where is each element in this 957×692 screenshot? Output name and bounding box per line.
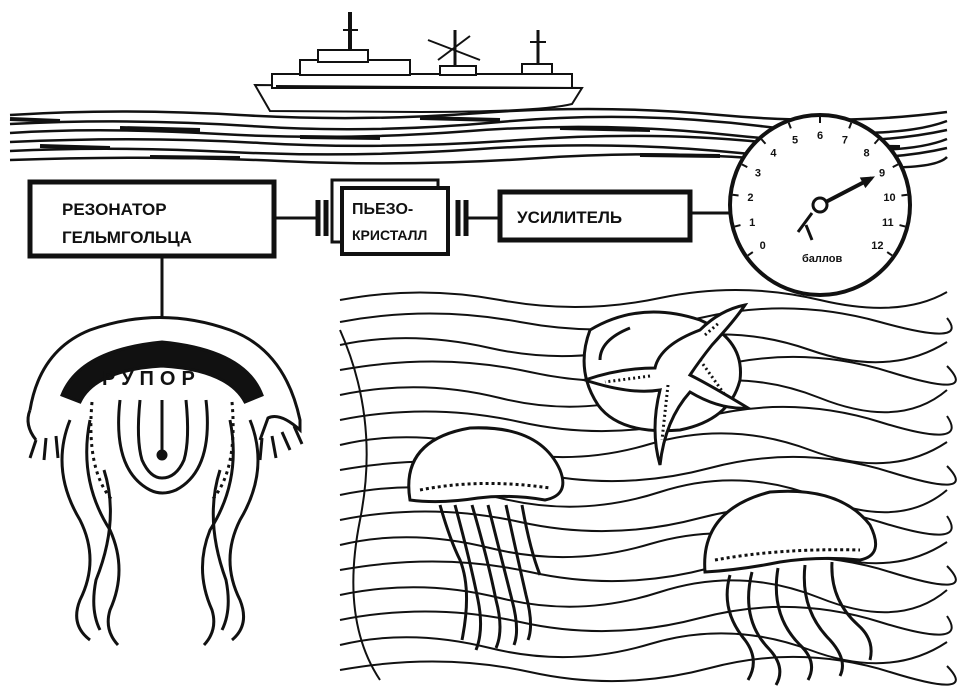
connector-piezo-amplifier xyxy=(458,200,500,236)
gauge-tick-label: 5 xyxy=(792,135,798,147)
amplifier-label: УСИЛИТЕЛЬ xyxy=(517,208,622,227)
gauge-tick-label: 7 xyxy=(842,135,848,147)
gauge-tick-label: 6 xyxy=(817,130,823,142)
resonator-label-line2: ГЕЛЬМГОЛЬЦА xyxy=(62,228,192,247)
gauge-tick-label: 10 xyxy=(883,192,895,204)
gauge-tick-label: 12 xyxy=(871,240,883,252)
gauge-tick-label: 0 xyxy=(760,240,766,252)
gauge-tick xyxy=(733,195,739,196)
gauge-tick xyxy=(900,225,906,226)
amplifier-block: УСИЛИТЕЛЬ xyxy=(500,192,690,240)
gauge-tick xyxy=(901,195,907,196)
gauge-unit-label: баллов xyxy=(802,253,842,265)
gauge-tick-label: 2 xyxy=(747,192,753,204)
horn-jellyfish: РУПОР xyxy=(28,318,302,646)
ship-icon xyxy=(255,12,582,112)
gauge-tick-label: 11 xyxy=(882,217,894,229)
resonator-label-line1: РЕЗОНАТОР xyxy=(62,200,167,219)
piezo-label-line1: ПЬЕЗО- xyxy=(352,201,413,218)
gauge-tick-label: 3 xyxy=(755,168,761,180)
piezo-label-line2: КРИСТАЛЛ xyxy=(352,227,427,243)
piezo-block: ПЬЕЗО- КРИСТАЛЛ xyxy=(332,180,448,254)
resonator-block: РЕЗОНАТОР ГЕЛЬМГОЛЬЦА xyxy=(30,182,274,256)
starfish-jellyfish xyxy=(584,305,748,465)
gauge-tick xyxy=(735,225,741,226)
connector-resonator-piezo xyxy=(274,200,326,236)
horn-label: РУПОР xyxy=(102,368,201,390)
gauge-tick-label: 9 xyxy=(879,168,885,180)
gauge-tick-label: 4 xyxy=(770,148,777,160)
gauge-tick-label: 8 xyxy=(863,148,869,160)
gauge-tick-label: 1 xyxy=(749,217,755,229)
